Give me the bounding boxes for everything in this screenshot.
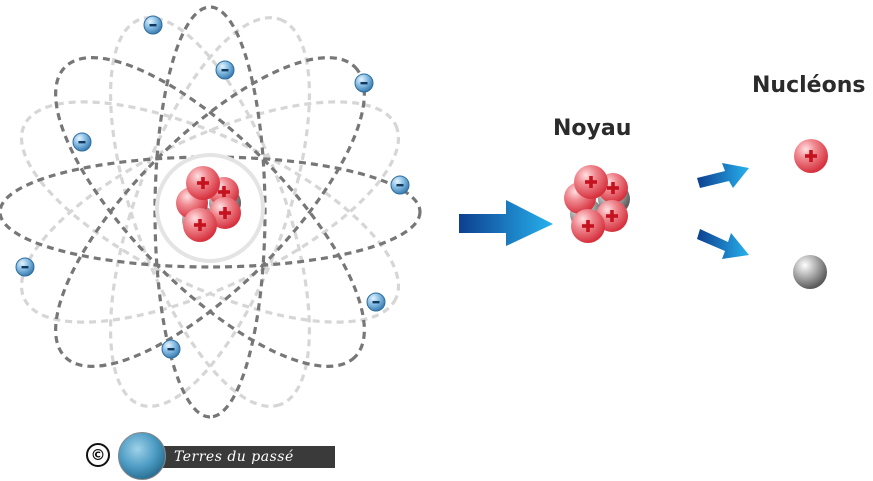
- orbit-light-2: [19, 100, 401, 324]
- electrons: [15, 15, 410, 359]
- nucleons-label: Nucléons: [752, 73, 866, 98]
- electron-icon: [161, 339, 181, 359]
- orbit-dark-4: [153, 5, 267, 419]
- proton-icon: [794, 139, 828, 173]
- orbit-light-3: [108, 16, 312, 408]
- electron-icon: [354, 73, 374, 93]
- electron-icon: [15, 257, 35, 277]
- logo-icon: [118, 432, 166, 480]
- credit-band: [156, 446, 335, 468]
- electron-icon: [72, 132, 92, 152]
- electron-icon: [366, 292, 386, 312]
- atom-nucleus: [176, 166, 241, 242]
- electron-icon: [390, 175, 410, 195]
- nucleus: [564, 165, 630, 243]
- credit-text: Terres du passé: [174, 449, 294, 465]
- electron-icon: [143, 15, 163, 35]
- orbit-light-1: [19, 100, 401, 324]
- arrow-icon: [697, 163, 749, 188]
- orbit-light-4: [108, 16, 312, 408]
- credit-banner: © Terres du passé: [86, 432, 336, 480]
- arrow-icon: [697, 229, 749, 259]
- electron-icon: [215, 60, 235, 80]
- orbit-dark-3: [54, 56, 366, 368]
- copyright-icon: ©: [86, 443, 110, 467]
- neutron-icon: [793, 255, 827, 289]
- arrow-icon: [459, 200, 553, 246]
- nucleus-label: Noyau: [553, 116, 632, 141]
